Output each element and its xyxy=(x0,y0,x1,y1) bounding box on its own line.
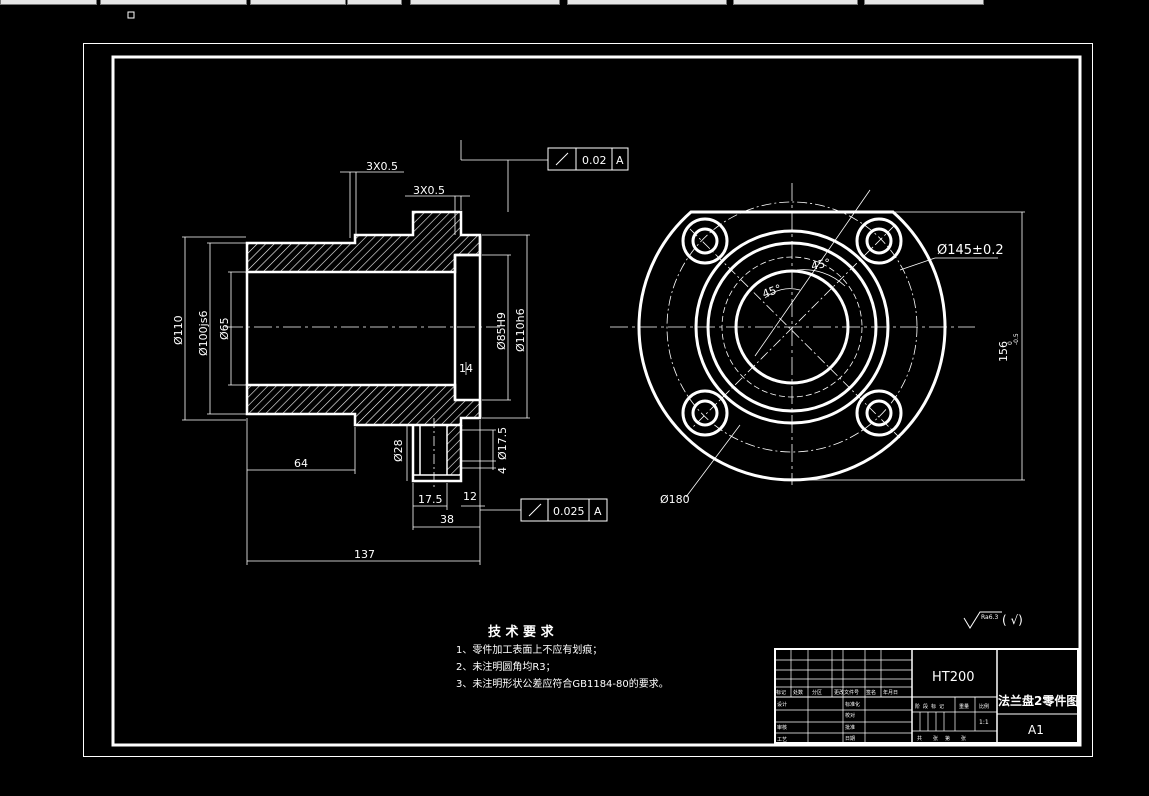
toolbar-field[interactable] xyxy=(733,0,858,5)
bolt-hole xyxy=(855,217,903,265)
tb-header: 更改文件号 xyxy=(834,689,859,696)
tolerance-frame-1[interactable]: 0.02 A xyxy=(547,147,629,171)
inner-frame xyxy=(111,55,1082,747)
roughness-value: Ra6.3 xyxy=(981,614,998,621)
toolbar-field[interactable] xyxy=(864,0,984,5)
tolerance-value-2: 0.025 xyxy=(553,505,585,518)
drawing-name: 法兰盘2零件图 xyxy=(998,693,1078,708)
toolbar-strip xyxy=(0,0,1149,7)
tb-sheets: 张 xyxy=(961,735,966,742)
dim-d17-5: Ø17.5 xyxy=(496,427,509,460)
tolerance-datum-1: A xyxy=(616,154,624,167)
dim-d110: Ø110 xyxy=(172,315,185,345)
tb-role: 工艺 xyxy=(777,737,787,743)
tb-role2: 标准化 xyxy=(845,701,860,708)
tolerance-datum-2: A xyxy=(594,505,602,518)
title-block xyxy=(774,648,1079,744)
technical-requirements: 技 术 要 求 1、零件加工表面上不应有划痕； 2、未注明圆角均R3； 3、未注… xyxy=(456,624,669,690)
bolt-hole xyxy=(681,217,729,265)
tb-role3: 日期 xyxy=(845,736,855,742)
bolt-hole xyxy=(681,389,729,437)
tb-header: 标记 xyxy=(776,689,786,696)
dim-d85H9: Ø85H9 xyxy=(495,312,508,350)
tb-stage: 阶 xyxy=(915,703,920,710)
dim-d180: Ø180 xyxy=(660,493,690,506)
toolbar-field[interactable] xyxy=(567,0,727,5)
dim-4: 4 xyxy=(496,467,509,474)
tolerance-frame-2[interactable]: 0.025 A xyxy=(520,498,608,522)
tb-role: 设计 xyxy=(777,701,787,708)
front-view[interactable]: Ø145±0.2 Ø180 45° 45° 156 0 -0.5 xyxy=(610,183,1025,506)
dim-chamfer-1: 3X0.5 xyxy=(366,160,398,173)
tb-header: 分区 xyxy=(812,689,822,696)
requirement-item: 2、未注明圆角均R3； xyxy=(456,660,556,673)
tb-stage: 记 xyxy=(939,703,944,710)
toolbar-field[interactable] xyxy=(0,0,97,5)
tb-weight: 重量 xyxy=(959,703,969,710)
dim-chamfer-2: 3X0.5 xyxy=(413,184,445,197)
tb-stage: 标 xyxy=(931,703,936,710)
dim-156-tol-upper: 0 xyxy=(1007,341,1014,345)
dim-d28: Ø28 xyxy=(392,439,405,462)
tb-header: 签名 xyxy=(866,689,876,696)
tb-sheets: 张 xyxy=(933,735,938,742)
dim-137: 137 xyxy=(354,548,375,561)
toolbar-field[interactable] xyxy=(250,0,346,5)
requirement-item: 3、未注明形状公差应符合GB1184-80的要求。 xyxy=(456,677,669,690)
dim-38: 38 xyxy=(440,513,454,526)
dim-156: 156 xyxy=(997,341,1010,362)
tb-header: 年月日 xyxy=(883,689,898,696)
toolbar-field[interactable] xyxy=(100,0,247,5)
toolbar-dropdown[interactable] xyxy=(347,0,402,5)
material-label: HT200 xyxy=(932,670,975,685)
dim-12: 12 xyxy=(463,490,477,503)
dim-17-5: 17.5 xyxy=(418,493,443,506)
tb-sheets: 共 xyxy=(917,735,922,742)
tb-role: 审核 xyxy=(777,724,787,731)
scale-value: 1:1 xyxy=(979,719,989,726)
requirement-item: 1、零件加工表面上不应有划痕； xyxy=(456,643,602,656)
dim-d100js6: Ø100js6 xyxy=(197,311,210,356)
roughness-symbol: Ra6.3 ( √) xyxy=(963,611,1023,629)
tolerance-value-1: 0.02 xyxy=(582,154,607,167)
tb-header: 处数 xyxy=(793,689,803,696)
toolbar-field[interactable] xyxy=(410,0,560,5)
tb-role2: 批准 xyxy=(845,724,855,731)
requirements-title: 技 术 要 求 xyxy=(488,624,555,640)
tb-sheets: 第 xyxy=(945,735,950,742)
bolt-hole xyxy=(855,389,903,437)
dim-angle-2: 45° xyxy=(761,282,784,301)
ucs-marker xyxy=(127,11,135,19)
dim-angle-1: 45° xyxy=(810,256,832,273)
section-view[interactable]: 0.02 A 0.025 A 3X0.5 3X0.5 Ø110 Ø100js6 … xyxy=(172,140,629,565)
tb-role3: 校对 xyxy=(845,712,855,719)
outer-frame xyxy=(83,43,1093,757)
tb-ratio: 比例 xyxy=(979,703,989,710)
sheet-size: A1 xyxy=(1028,723,1044,737)
dim-156-tol-lower: -0.5 xyxy=(1013,333,1020,345)
title-block-text: HT200 法兰盘2零件图 A1 1:1 标记 处数 分区 更改文件号 签名 年… xyxy=(776,670,1078,743)
dim-14: 14 xyxy=(459,362,473,375)
dim-d145: Ø145±0.2 xyxy=(937,243,1004,258)
dim-d65: Ø65 xyxy=(218,317,231,340)
dim-64: 64 xyxy=(294,457,308,470)
roughness-rest: ( √) xyxy=(1002,613,1023,627)
tb-stage: 段 xyxy=(923,703,928,710)
dim-d110h6: Ø110h6 xyxy=(514,308,527,352)
